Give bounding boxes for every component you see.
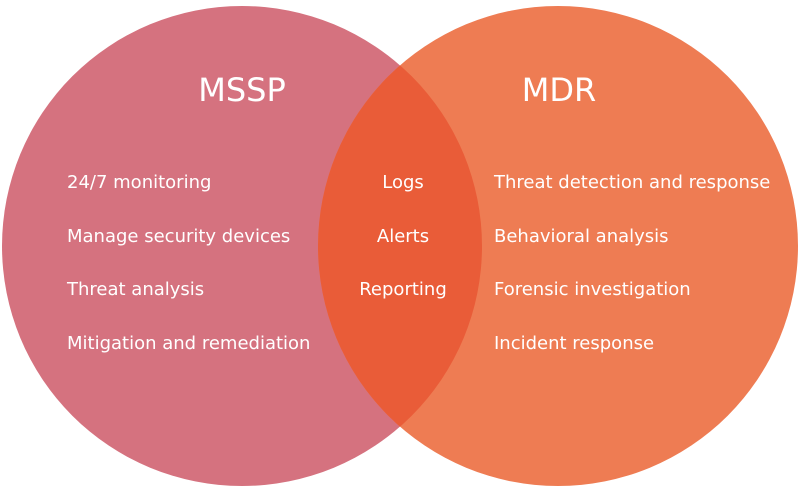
mssp-item: Manage security devices	[67, 225, 291, 247]
mdr-item: Forensic investigation	[494, 279, 691, 300]
shared-item: Alerts	[376, 225, 430, 247]
mdr-item: Threat detection and response	[494, 172, 771, 193]
mdr-list: Threat detection and response Behavioral…	[494, 171, 770, 385]
mssp-item: Mitigation and remediation	[67, 332, 311, 354]
shared-list: Logs Alerts Reporting	[342, 171, 464, 332]
shared-item: Reporting	[359, 279, 447, 300]
mssp-item: 24/7 monitoring	[67, 172, 212, 193]
mdr-item: Incident response	[494, 332, 655, 354]
mdr-title: MDR	[521, 71, 597, 109]
mssp-title: MSSP	[198, 71, 286, 109]
mssp-list: 24/7 monitoring Manage security devices …	[67, 171, 310, 385]
mssp-item: Threat analysis	[67, 279, 205, 300]
mdr-item: Behavioral analysis	[494, 225, 669, 247]
shared-item: Logs	[382, 172, 424, 193]
overlap-shape	[318, 6, 482, 486]
